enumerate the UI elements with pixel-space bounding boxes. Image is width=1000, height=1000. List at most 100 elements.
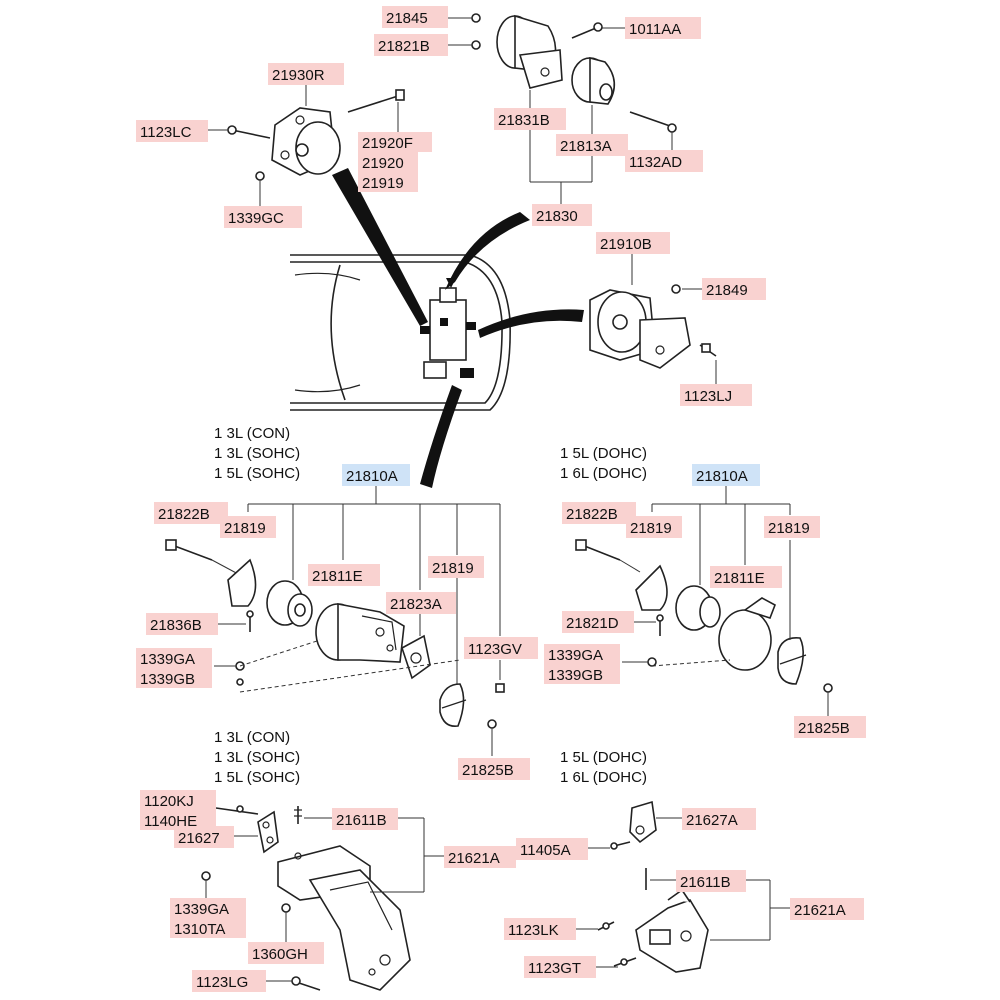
callout-21823A[interactable]: 21823A: [386, 592, 456, 614]
svg-text:21920F: 21920F: [362, 135, 413, 152]
svg-text:1123GV: 1123GV: [468, 641, 522, 658]
variant-line: 1 6L (DOHC): [560, 465, 647, 482]
svg-text:21830: 21830: [536, 208, 578, 225]
callout-21811E-right[interactable]: 21811E: [710, 566, 782, 588]
callout-1339GA-left[interactable]: 1339GA: [136, 648, 212, 668]
callout-21845[interactable]: 21845: [382, 6, 448, 28]
svg-text:21930R: 21930R: [272, 67, 325, 84]
callout-21621A-left[interactable]: 21621A: [444, 846, 516, 868]
callout-21836B[interactable]: 21836B: [146, 613, 218, 635]
svg-text:21920: 21920: [362, 155, 404, 172]
callout-1123LC[interactable]: 1123LC: [136, 120, 208, 142]
callout-21813A[interactable]: 21813A: [556, 134, 628, 156]
callout-21822B-right[interactable]: 21822B: [562, 502, 636, 524]
callout-1123LK[interactable]: 1123LK: [504, 918, 576, 940]
callout-1120KJ[interactable]: 1120KJ: [140, 790, 216, 810]
mount-21810A-right-group: [575, 484, 833, 716]
callout-21819-left-b[interactable]: 21819: [428, 556, 484, 578]
svg-text:21910B: 21910B: [600, 236, 652, 253]
callout-1339GA-bottom[interactable]: 1339GA: [170, 898, 246, 918]
variant-note-bottom-left: 1 3L (CON) 1 3L (SOHC) 1 5L (SOHC): [214, 729, 300, 786]
mount-21621A-right-group: [576, 800, 790, 973]
callout-1123LG[interactable]: 1123LG: [192, 970, 266, 992]
callout-21627A[interactable]: 21627A: [682, 808, 756, 830]
callout-21810A-left[interactable]: 21810A: [342, 464, 410, 486]
callout-1310TA[interactable]: 1310TA: [170, 918, 246, 938]
callout-1360GH[interactable]: 1360GH: [248, 942, 324, 964]
callout-21831B[interactable]: 21831B: [494, 108, 566, 130]
svg-text:1123LG: 1123LG: [196, 974, 248, 991]
mount-21910B-group: [589, 253, 717, 384]
callout-21910B[interactable]: 21910B: [596, 232, 670, 254]
callout-21825B-right[interactable]: 21825B: [794, 716, 866, 738]
svg-text:21611B: 21611B: [680, 874, 731, 891]
callout-21810A-right[interactable]: 21810A: [692, 464, 760, 486]
callout-21822B-left[interactable]: 21822B: [154, 502, 228, 524]
callout-21825B-left[interactable]: 21825B: [458, 758, 530, 780]
svg-text:1339GB: 1339GB: [548, 667, 603, 684]
variant-line: 1 5L (SOHC): [214, 465, 300, 482]
svg-text:1120KJ: 1120KJ: [144, 793, 194, 810]
callout-21819-left-a[interactable]: 21819: [220, 516, 276, 538]
variant-line: 1 3L (SOHC): [214, 445, 300, 462]
mount-21930R-group: [208, 84, 405, 206]
svg-text:21810A: 21810A: [346, 468, 398, 485]
variant-line: 1 5L (DOHC): [560, 445, 647, 462]
svg-text:21822B: 21822B: [158, 506, 210, 523]
mount-21830-group: [448, 13, 677, 204]
mount-21621A-left-group: [201, 805, 444, 991]
svg-text:1310TA: 1310TA: [174, 921, 225, 938]
callout-21821B[interactable]: 21821B: [374, 34, 448, 56]
callout-21621A-right[interactable]: 21621A: [790, 898, 864, 920]
svg-text:21627A: 21627A: [686, 812, 738, 829]
svg-text:21611B: 21611B: [336, 812, 387, 829]
callout-21849[interactable]: 21849: [702, 278, 766, 300]
svg-text:21819: 21819: [630, 520, 672, 537]
callout-1132AD[interactable]: 1132AD: [625, 150, 703, 172]
callout-1123GT[interactable]: 1123GT: [524, 956, 596, 978]
variant-line: 1 5L (DOHC): [560, 749, 647, 766]
svg-text:21831B: 21831B: [498, 112, 550, 129]
svg-text:1339GB: 1339GB: [140, 671, 195, 688]
variant-note-mid-right: 1 5L (DOHC) 1 6L (DOHC): [560, 445, 647, 482]
variant-line: 1 3L (SOHC): [214, 749, 300, 766]
callout-1011AA[interactable]: 1011AA: [625, 17, 701, 39]
callout-21611B-right[interactable]: 21611B: [676, 870, 746, 892]
svg-text:1123LJ: 1123LJ: [684, 388, 732, 405]
svg-text:21823A: 21823A: [390, 596, 442, 613]
variant-note-bottom-right: 1 5L (DOHC) 1 6L (DOHC): [560, 749, 647, 786]
callout-1123LJ[interactable]: 1123LJ: [680, 384, 752, 406]
svg-text:21825B: 21825B: [462, 762, 514, 779]
callout-1140HE[interactable]: 1140HE: [140, 810, 216, 830]
callout-1339GB-right[interactable]: 1339GB: [544, 664, 620, 684]
svg-text:1123GT: 1123GT: [528, 960, 581, 977]
callout-21811E-left[interactable]: 21811E: [308, 564, 380, 586]
variant-line: 1 6L (DOHC): [560, 769, 647, 786]
svg-text:1339GA: 1339GA: [548, 647, 603, 664]
svg-text:21621A: 21621A: [448, 850, 500, 867]
svg-text:1360GH: 1360GH: [252, 946, 308, 963]
callout-21920F[interactable]: 21920F: [358, 132, 432, 152]
callout-21819-right-b[interactable]: 21819: [764, 516, 820, 538]
callout-1339GB-left[interactable]: 1339GB: [136, 668, 212, 688]
callout-21627[interactable]: 21627: [174, 826, 234, 848]
callout-21611B-left[interactable]: 21611B: [332, 808, 398, 830]
callout-21819-right-a[interactable]: 21819: [626, 516, 682, 538]
callout-21830[interactable]: 21830: [532, 204, 592, 226]
pointer-bands: [332, 168, 584, 488]
callout-1123GV[interactable]: 1123GV: [464, 637, 538, 659]
callout-21919[interactable]: 21919: [358, 172, 418, 192]
vehicle-front-outline: [290, 254, 511, 411]
callout-11405A[interactable]: 11405A: [516, 838, 588, 860]
callout-21920[interactable]: 21920: [358, 152, 418, 172]
callout-1339GA-right[interactable]: 1339GA: [544, 644, 620, 664]
svg-text:1123LK: 1123LK: [508, 922, 559, 939]
variant-note-mid-left: 1 3L (CON) 1 3L (SOHC) 1 5L (SOHC): [214, 425, 300, 482]
callout-1339GC[interactable]: 1339GC: [224, 206, 302, 228]
svg-text:21821B: 21821B: [378, 38, 430, 55]
callout-21821D[interactable]: 21821D: [562, 611, 634, 633]
svg-text:21819: 21819: [224, 520, 266, 537]
svg-text:21811E: 21811E: [312, 568, 363, 585]
callout-21930R[interactable]: 21930R: [268, 63, 344, 85]
